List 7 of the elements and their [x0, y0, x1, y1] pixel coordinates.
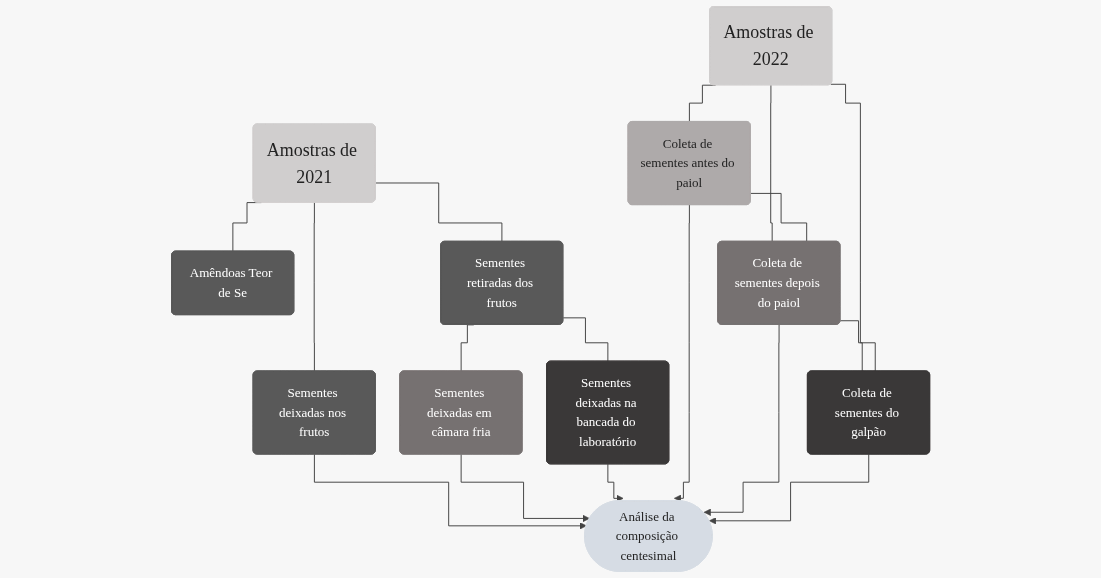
connector [562, 317, 609, 363]
connector [839, 320, 876, 372]
connector [375, 182, 503, 243]
connector [770, 84, 774, 243]
connector [313, 202, 315, 372]
connector [750, 192, 808, 243]
connector [830, 83, 865, 372]
